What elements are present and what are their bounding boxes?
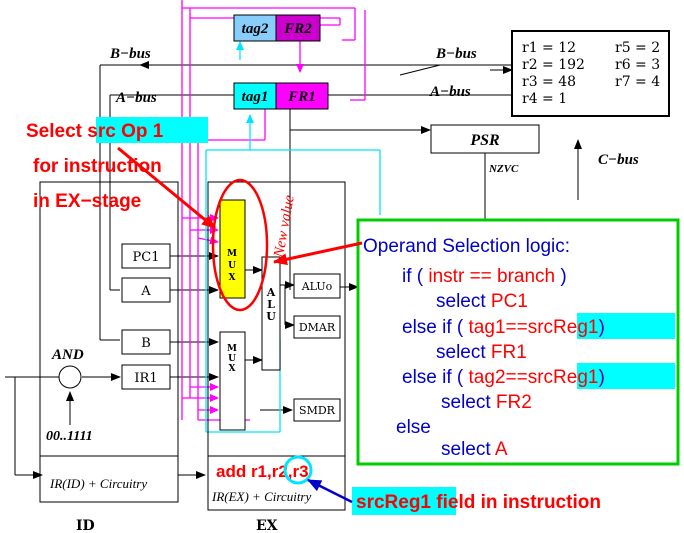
srcreg1-field-label: srcReg1 field in instruction bbox=[356, 492, 601, 513]
mux-2-letter-x: X bbox=[229, 364, 236, 374]
dmar-box bbox=[293, 315, 341, 339]
nzvc-label: NZVC bbox=[488, 163, 519, 175]
mux-1-letter-m: M bbox=[227, 249, 237, 259]
b-label: B bbox=[141, 336, 151, 351]
a-label: A bbox=[140, 284, 151, 299]
mux-2-letter-m: M bbox=[227, 344, 237, 354]
smdr-box bbox=[293, 398, 341, 422]
register-r5: r5 = 2 bbox=[615, 40, 660, 56]
forwarding-lines-magenta bbox=[181, 0, 366, 421]
src-op-highlight bbox=[96, 117, 208, 143]
mux-1-letter-x: X bbox=[229, 273, 236, 283]
logic-line-5: else if ( tag2==srcReg1) bbox=[402, 367, 605, 388]
psr-box bbox=[430, 124, 540, 154]
srcreg1-field-rest: field in instruction bbox=[431, 492, 601, 513]
logic-line-3: else if ( tag1==srcReg1) bbox=[402, 317, 605, 338]
forwarding-lines-cyan bbox=[205, 41, 381, 433]
ir1-label: IR1 bbox=[134, 371, 157, 386]
register-r2: r2 = 192 bbox=[522, 57, 585, 73]
select-prefix: Select bbox=[26, 121, 87, 142]
mux-1: M U X bbox=[219, 199, 246, 299]
aluo-label: ALUo bbox=[301, 280, 333, 293]
alu: A L U bbox=[261, 256, 281, 371]
ex-stage-label: EX bbox=[256, 518, 278, 533]
fr1-box bbox=[275, 82, 329, 110]
and-input-label: 00..1111 bbox=[46, 429, 93, 444]
register-r6: r6 = 3 bbox=[615, 57, 660, 73]
logic-arrow bbox=[273, 241, 363, 266]
mux-2: M U X bbox=[219, 331, 246, 431]
logic-line-8: select A bbox=[441, 439, 508, 460]
id-stage-label: ID bbox=[76, 518, 95, 533]
and-gate bbox=[58, 365, 82, 389]
fr1-label: FR1 bbox=[287, 89, 316, 105]
alu-box bbox=[261, 256, 281, 371]
for-instruction-label: for instruction bbox=[33, 156, 162, 177]
b-box bbox=[121, 329, 171, 355]
tag1-fr1-register: tag1 FR1 bbox=[233, 82, 329, 110]
b-bus-label-left: B−bus bbox=[109, 46, 151, 62]
src-op-text: src Op 1 bbox=[87, 121, 163, 142]
operand-selection-logic: Operand Selection logic: if ( instr == b… bbox=[273, 218, 680, 466]
fr2-label: FR2 bbox=[283, 21, 312, 37]
logic-line-1: if ( instr == branch ) bbox=[402, 266, 567, 287]
tag2-fr2-register: tag2 FR2 bbox=[233, 14, 321, 42]
select-label: Select src Op 1 bbox=[26, 121, 164, 142]
ex-stage-annotation: in EX−stage bbox=[33, 191, 141, 212]
logic-title: Operand Selection logic: bbox=[363, 236, 570, 257]
add-instruction: add r1,r2,r3 bbox=[216, 462, 309, 481]
pc1-label: PC1 bbox=[133, 250, 160, 265]
a-bus-label-right: A−bus bbox=[429, 84, 471, 100]
alu-letter-l: L bbox=[267, 298, 275, 311]
r2-highlight-circle bbox=[283, 455, 313, 485]
register-r3: r3 = 48 bbox=[522, 74, 576, 90]
ir-id-label: IR(ID) + Circuitry bbox=[49, 476, 147, 491]
mux-1-box bbox=[219, 199, 246, 299]
srcreg1-field-highlight bbox=[352, 487, 456, 515]
b-bus-label-right: B−bus bbox=[435, 46, 477, 62]
srcreg1-arrow bbox=[307, 478, 353, 504]
c-bus-label: C−bus bbox=[598, 152, 639, 168]
alu-letter-u: U bbox=[266, 310, 276, 323]
fr2-box bbox=[275, 14, 321, 42]
smdr-label: SMDR bbox=[299, 404, 336, 417]
psr-label: PSR bbox=[469, 132, 500, 149]
new-value-label: New value bbox=[271, 194, 298, 260]
register-r1: r1 = 12 bbox=[522, 40, 576, 56]
mux-2-box bbox=[219, 331, 246, 431]
aluo-box bbox=[293, 273, 341, 299]
a-box bbox=[121, 277, 171, 303]
register-file-box bbox=[511, 30, 670, 117]
tag2-label: tag2 bbox=[242, 21, 269, 37]
mux-2-letter-u: U bbox=[228, 354, 236, 364]
tag1-box bbox=[233, 82, 277, 110]
register-r4: r4 = 1 bbox=[522, 91, 567, 107]
srcreg1-highlight-2 bbox=[577, 363, 675, 389]
logic-line-4: select FR1 bbox=[436, 342, 527, 363]
srcreg1-field-name: srcReg1 bbox=[356, 492, 431, 513]
select-arrow bbox=[117, 146, 216, 230]
and-label: AND bbox=[51, 347, 84, 363]
a-bus-label-left: A−bus bbox=[115, 90, 157, 106]
register-r7: r7 = 4 bbox=[615, 74, 660, 90]
dmar-label: DMAR bbox=[299, 321, 336, 334]
logic-line-7: else bbox=[396, 417, 431, 438]
ir-ex-label: IR(EX) + Circuitry bbox=[211, 489, 311, 504]
srcreg1-highlight-1 bbox=[577, 313, 675, 339]
logic-line-6: select FR2 bbox=[441, 392, 532, 413]
tag1-label: tag1 bbox=[242, 89, 269, 105]
tag2-box bbox=[233, 14, 277, 42]
ex-stage-box bbox=[207, 181, 346, 511]
alu-letter-a: A bbox=[266, 286, 276, 299]
ir1-box bbox=[121, 364, 171, 390]
mux-1-letter-u: U bbox=[228, 261, 236, 271]
id-stage-box bbox=[39, 181, 179, 503]
pc1-box bbox=[121, 243, 171, 269]
register-file: r1 = 12 r2 = 192 r3 = 48 r4 = 1 r5 = 2 r… bbox=[511, 30, 670, 117]
logic-line-2: select PC1 bbox=[436, 291, 528, 312]
logic-box bbox=[356, 218, 680, 466]
mux-highlight-ellipse bbox=[211, 178, 269, 312]
